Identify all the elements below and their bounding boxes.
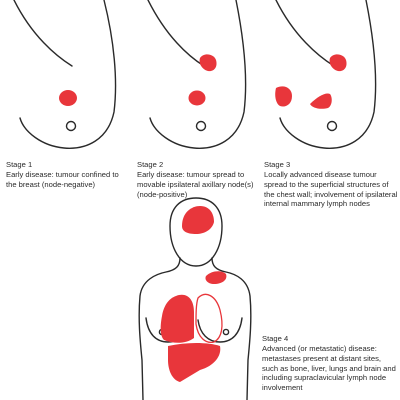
stage4-supraclavicular-node	[205, 271, 227, 284]
stage4-brain-metastasis	[182, 206, 214, 234]
stage2-title: Stage 2	[137, 160, 164, 169]
stage1-torso-outline	[13, 0, 117, 149]
stage1-title: Stage 1	[6, 160, 33, 169]
stage3-nipple	[326, 120, 338, 132]
stage1-description: Early disease: tumour confined to the br…	[6, 169, 119, 189]
stage4-title: Stage 4	[262, 334, 289, 343]
stage2-tumour	[188, 90, 206, 106]
stage4-left-lung	[160, 294, 194, 343]
stage3-title: Stage 3	[264, 160, 291, 169]
stage3-torso-outline	[275, 0, 377, 149]
stage3-chest-wall-lesion	[275, 86, 292, 107]
stage4-right-nipple	[222, 328, 230, 336]
stage2-axillary-node	[199, 54, 217, 72]
stage1-nipple	[65, 120, 77, 132]
stage3-tumour	[310, 93, 332, 109]
stage3-description: Locally advanced disease tumour spread t…	[264, 169, 398, 209]
stage3-axillary-node	[329, 54, 347, 72]
stage4-liver	[168, 343, 221, 382]
stage4-description: Advanced (or metastatic) disease: metast…	[262, 343, 396, 393]
stage2-description: Early disease: tumour spread to movable …	[137, 169, 254, 199]
stage2-torso-outline	[147, 0, 247, 149]
stage3-caption: Stage 3 Locally advanced disease tumour …	[264, 160, 398, 209]
stage1-caption: Stage 1 Early disease: tumour confined t…	[6, 160, 131, 190]
stage4-right-lung-outline	[195, 293, 223, 344]
stage2-nipple	[195, 120, 207, 132]
stage2-caption: Stage 2 Early disease: tumour spread to …	[137, 160, 264, 199]
stage4-caption: Stage 4 Advanced (or metastatic) disease…	[262, 334, 398, 393]
stage1-tumour	[59, 90, 77, 106]
